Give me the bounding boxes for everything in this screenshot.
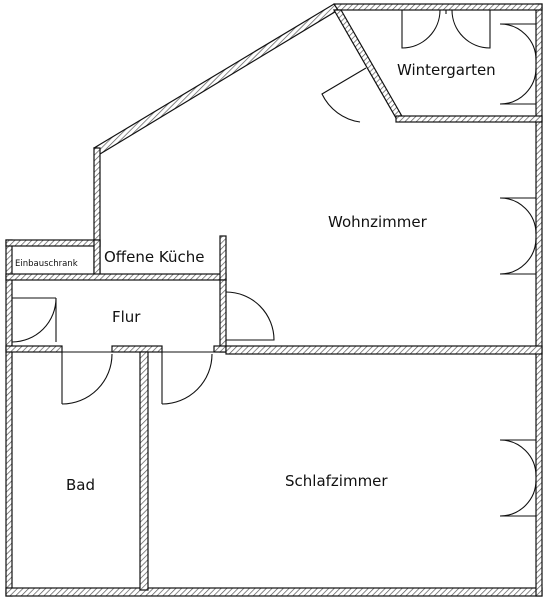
wall-flur-right (219, 279, 227, 353)
wall-einbauschrank-divider (93, 239, 101, 279)
window-wintergarten-top[interactable] (401, 9, 491, 49)
window-schlafzimmer-right[interactable] (499, 439, 537, 517)
wall-right (535, 3, 543, 597)
door-flur-entrance[interactable] (11, 297, 57, 343)
label-wintergarten: Wintergarten (397, 61, 496, 79)
wall-kitchen-right (219, 235, 227, 281)
wall-flur-bottom-mid (111, 345, 163, 353)
wall-wintergarten-diagonal (332, 9, 405, 119)
window-wintergarten-right[interactable] (499, 23, 537, 105)
label-bad: Bad (66, 476, 95, 494)
door-wintergarten[interactable] (321, 67, 367, 123)
label-einbauschrank: Einbauschrank (15, 259, 78, 269)
wall-diagonal (93, 3, 339, 155)
wall-wintergarten-bottom (395, 115, 543, 123)
wall-einbauschrank-top (5, 239, 101, 247)
wall-wohn-schlaf (225, 345, 543, 355)
wall-left (5, 239, 13, 597)
wall-flur-bottom-left (5, 345, 63, 353)
interior-walls (5, 235, 543, 591)
window-wohnzimmer-right[interactable] (499, 197, 537, 275)
label-wohnzimmer: Wohnzimmer (328, 213, 428, 231)
wall-flur-top (5, 273, 227, 281)
wall-bad-schlaf (139, 351, 149, 591)
wintergarten-walls (332, 9, 543, 123)
door-bad[interactable] (61, 351, 113, 405)
label-schlafzimmer: Schlafzimmer (285, 472, 388, 490)
wall-top (333, 3, 543, 11)
label-flur: Flur (112, 308, 141, 326)
wall-bottom (5, 587, 543, 597)
label-offene-kueche: Offene Küche (104, 248, 204, 266)
door-schlafzimmer[interactable] (161, 351, 214, 405)
door-flur-wohnzimmer[interactable] (225, 291, 275, 341)
outer-walls (5, 3, 543, 597)
wall-flur-bottom-right (213, 345, 227, 353)
